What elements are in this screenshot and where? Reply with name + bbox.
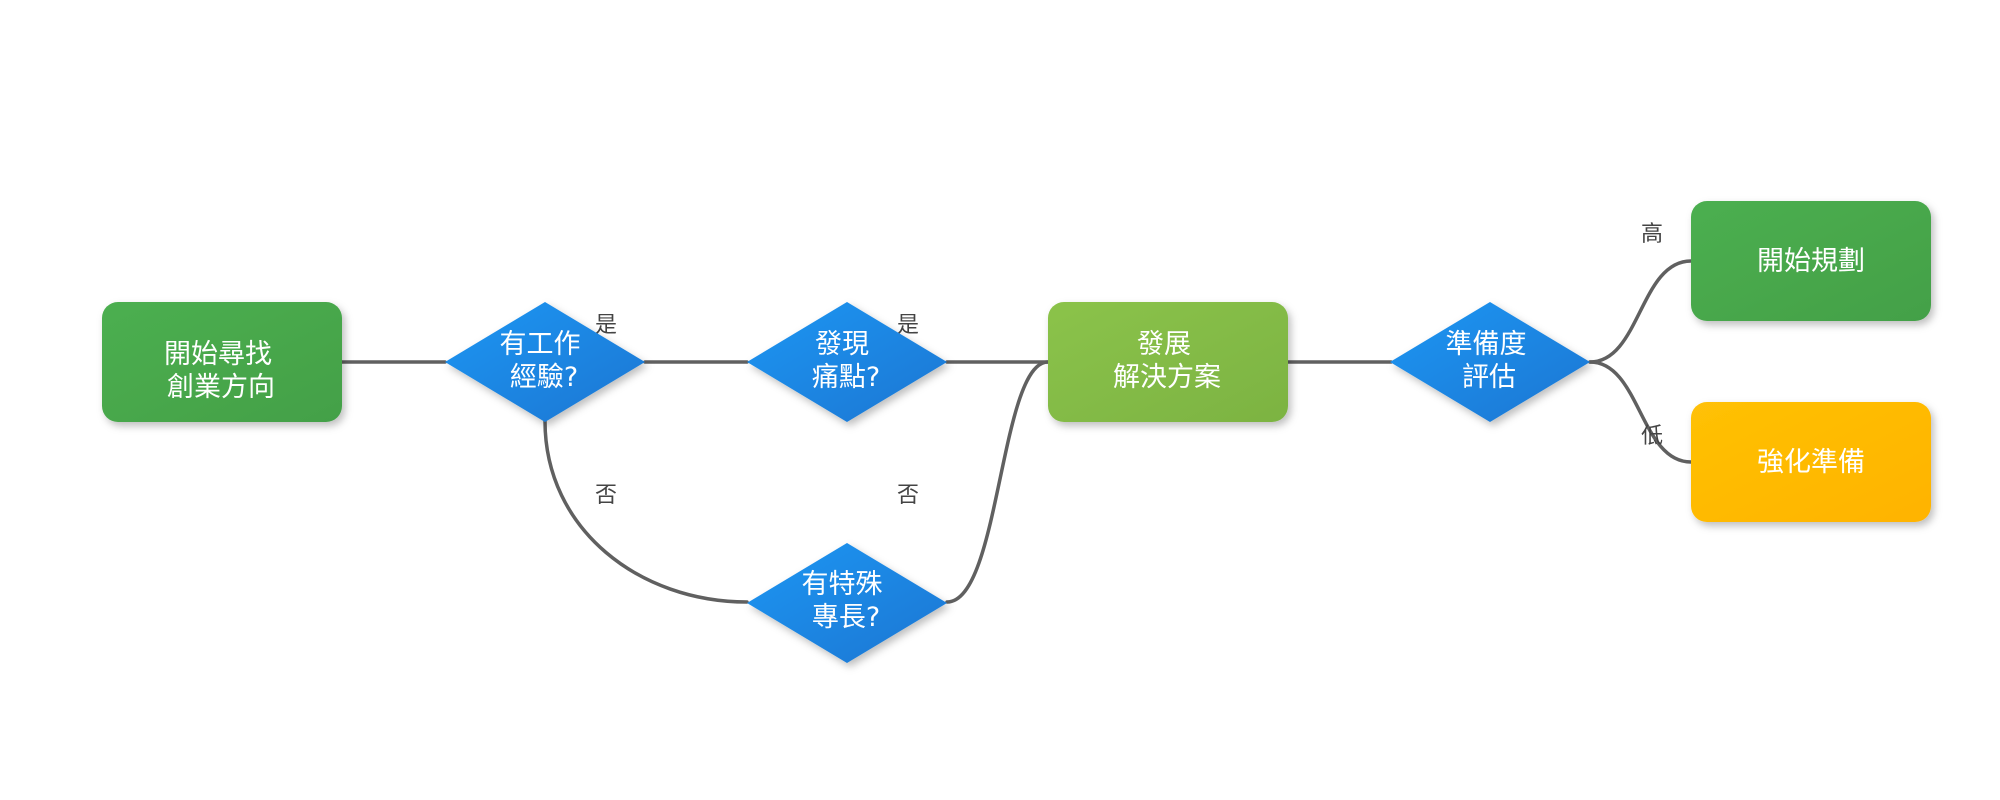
edge-label-work-yes: 是 bbox=[595, 313, 617, 338]
node-work-experience-shape bbox=[445, 302, 645, 422]
node-develop-solution: 發展 解決方案 bbox=[1048, 302, 1288, 422]
edge-readiness-to-strengthen bbox=[1588, 360, 1693, 464]
node-develop-solution-line1: 發展 bbox=[1137, 329, 1191, 360]
node-special-skill-shape bbox=[747, 543, 947, 663]
node-readiness-shape bbox=[1390, 302, 1590, 422]
edge-label-pain-no: 否 bbox=[897, 483, 919, 508]
node-work-experience-line1: 有工作 bbox=[500, 329, 581, 360]
node-pain-point-line2: 痛點? bbox=[812, 362, 880, 393]
node-pain-point-line1: 發現 bbox=[815, 329, 869, 360]
node-start-shape bbox=[102, 302, 342, 422]
edge-skill-to-develop bbox=[945, 360, 1050, 604]
node-pain-point-shape bbox=[747, 302, 947, 422]
edge-label-low: 低 bbox=[1641, 424, 1663, 449]
node-develop-solution-line2: 解決方案 bbox=[1113, 362, 1221, 393]
node-work-experience-line2: 經驗? bbox=[510, 362, 578, 393]
node-strengthen-label: 強化準備 bbox=[1757, 447, 1865, 478]
node-start-planning: 開始規劃 bbox=[1691, 201, 1931, 321]
node-special-skill-line1: 有特殊 bbox=[802, 569, 883, 600]
node-start-line1: 開始尋找 bbox=[164, 339, 272, 370]
node-develop-solution-shape bbox=[1048, 302, 1288, 422]
edge-work-to-skill bbox=[543, 419, 749, 604]
node-strengthen-shape bbox=[1691, 402, 1931, 522]
node-start-line2: 創業方向 bbox=[167, 372, 275, 403]
node-readiness: 準備度 評估 bbox=[1390, 302, 1590, 422]
node-work-experience: 有工作 經驗? bbox=[445, 302, 645, 422]
node-special-skill: 有特殊 專長? bbox=[747, 543, 947, 663]
node-pain-point: 發現 痛點? bbox=[747, 302, 947, 422]
node-start: 開始尋找 創業方向 bbox=[102, 302, 342, 422]
node-strengthen: 強化準備 bbox=[1691, 402, 1931, 522]
edge-label-work-no: 否 bbox=[595, 483, 617, 508]
node-readiness-line1: 準備度 bbox=[1446, 329, 1527, 360]
node-start-planning-shape bbox=[1691, 201, 1931, 321]
edge-label-high: 高 bbox=[1641, 222, 1663, 247]
node-readiness-line2: 評估 bbox=[1462, 362, 1516, 393]
node-special-skill-line2: 專長? bbox=[812, 602, 880, 633]
node-start-planning-label: 開始規劃 bbox=[1757, 246, 1865, 277]
edge-labels: 是 否 是 否 高 低 bbox=[595, 222, 1663, 508]
edge-label-pain-yes: 是 bbox=[897, 313, 919, 338]
edges bbox=[340, 259, 1693, 604]
edge-readiness-to-plan bbox=[1588, 259, 1693, 364]
